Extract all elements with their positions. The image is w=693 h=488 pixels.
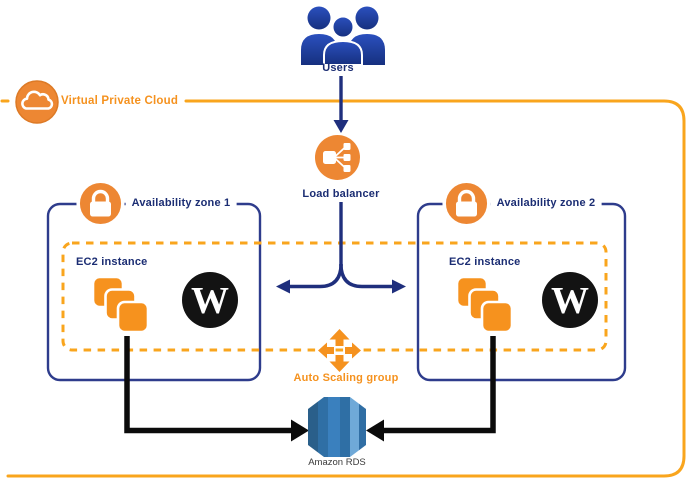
vpc-cloud-icon — [15, 80, 59, 129]
zone1-wordpress-icon: W — [181, 271, 239, 334]
rds-database-icon — [307, 396, 367, 463]
zone1-ec2-label: EC2 instance — [76, 256, 148, 268]
svg-text:W: W — [551, 280, 589, 322]
auto-scaling-group-label: Auto Scaling group — [293, 372, 399, 384]
loadbalancer-to-zones-arrow — [276, 202, 406, 294]
zone2-wordpress-icon: W — [541, 271, 599, 334]
zone1-ec2-instances-icon — [91, 275, 150, 338]
vpc-label: Virtual Private Cloud — [61, 95, 179, 107]
ec2-zone2-to-rds-arrow — [366, 336, 496, 442]
rds-label: Amazon RDS — [308, 457, 366, 468]
zone2-ec2-label: EC2 instance — [449, 256, 521, 268]
vpc-border — [0, 99, 686, 478]
zone1-lock-icon — [76, 179, 125, 233]
users-label: Users — [322, 62, 354, 74]
zone2-ec2-instances-icon — [455, 275, 514, 338]
zone2-lock-icon — [442, 179, 491, 233]
users-to-loadbalancer-arrow — [333, 76, 349, 133]
ec2-zone1-to-rds-arrow — [124, 336, 309, 442]
availability-zone-1-label: Availability zone 1 — [125, 196, 237, 210]
users-icon — [295, 5, 391, 70]
availability-zone-2-label: Availability zone 2 — [490, 196, 602, 210]
svg-text:W: W — [191, 280, 229, 322]
load-balancer-icon — [314, 134, 361, 186]
auto-scaling-icon — [318, 329, 361, 377]
load-balancer-label: Load balancer — [302, 188, 380, 200]
